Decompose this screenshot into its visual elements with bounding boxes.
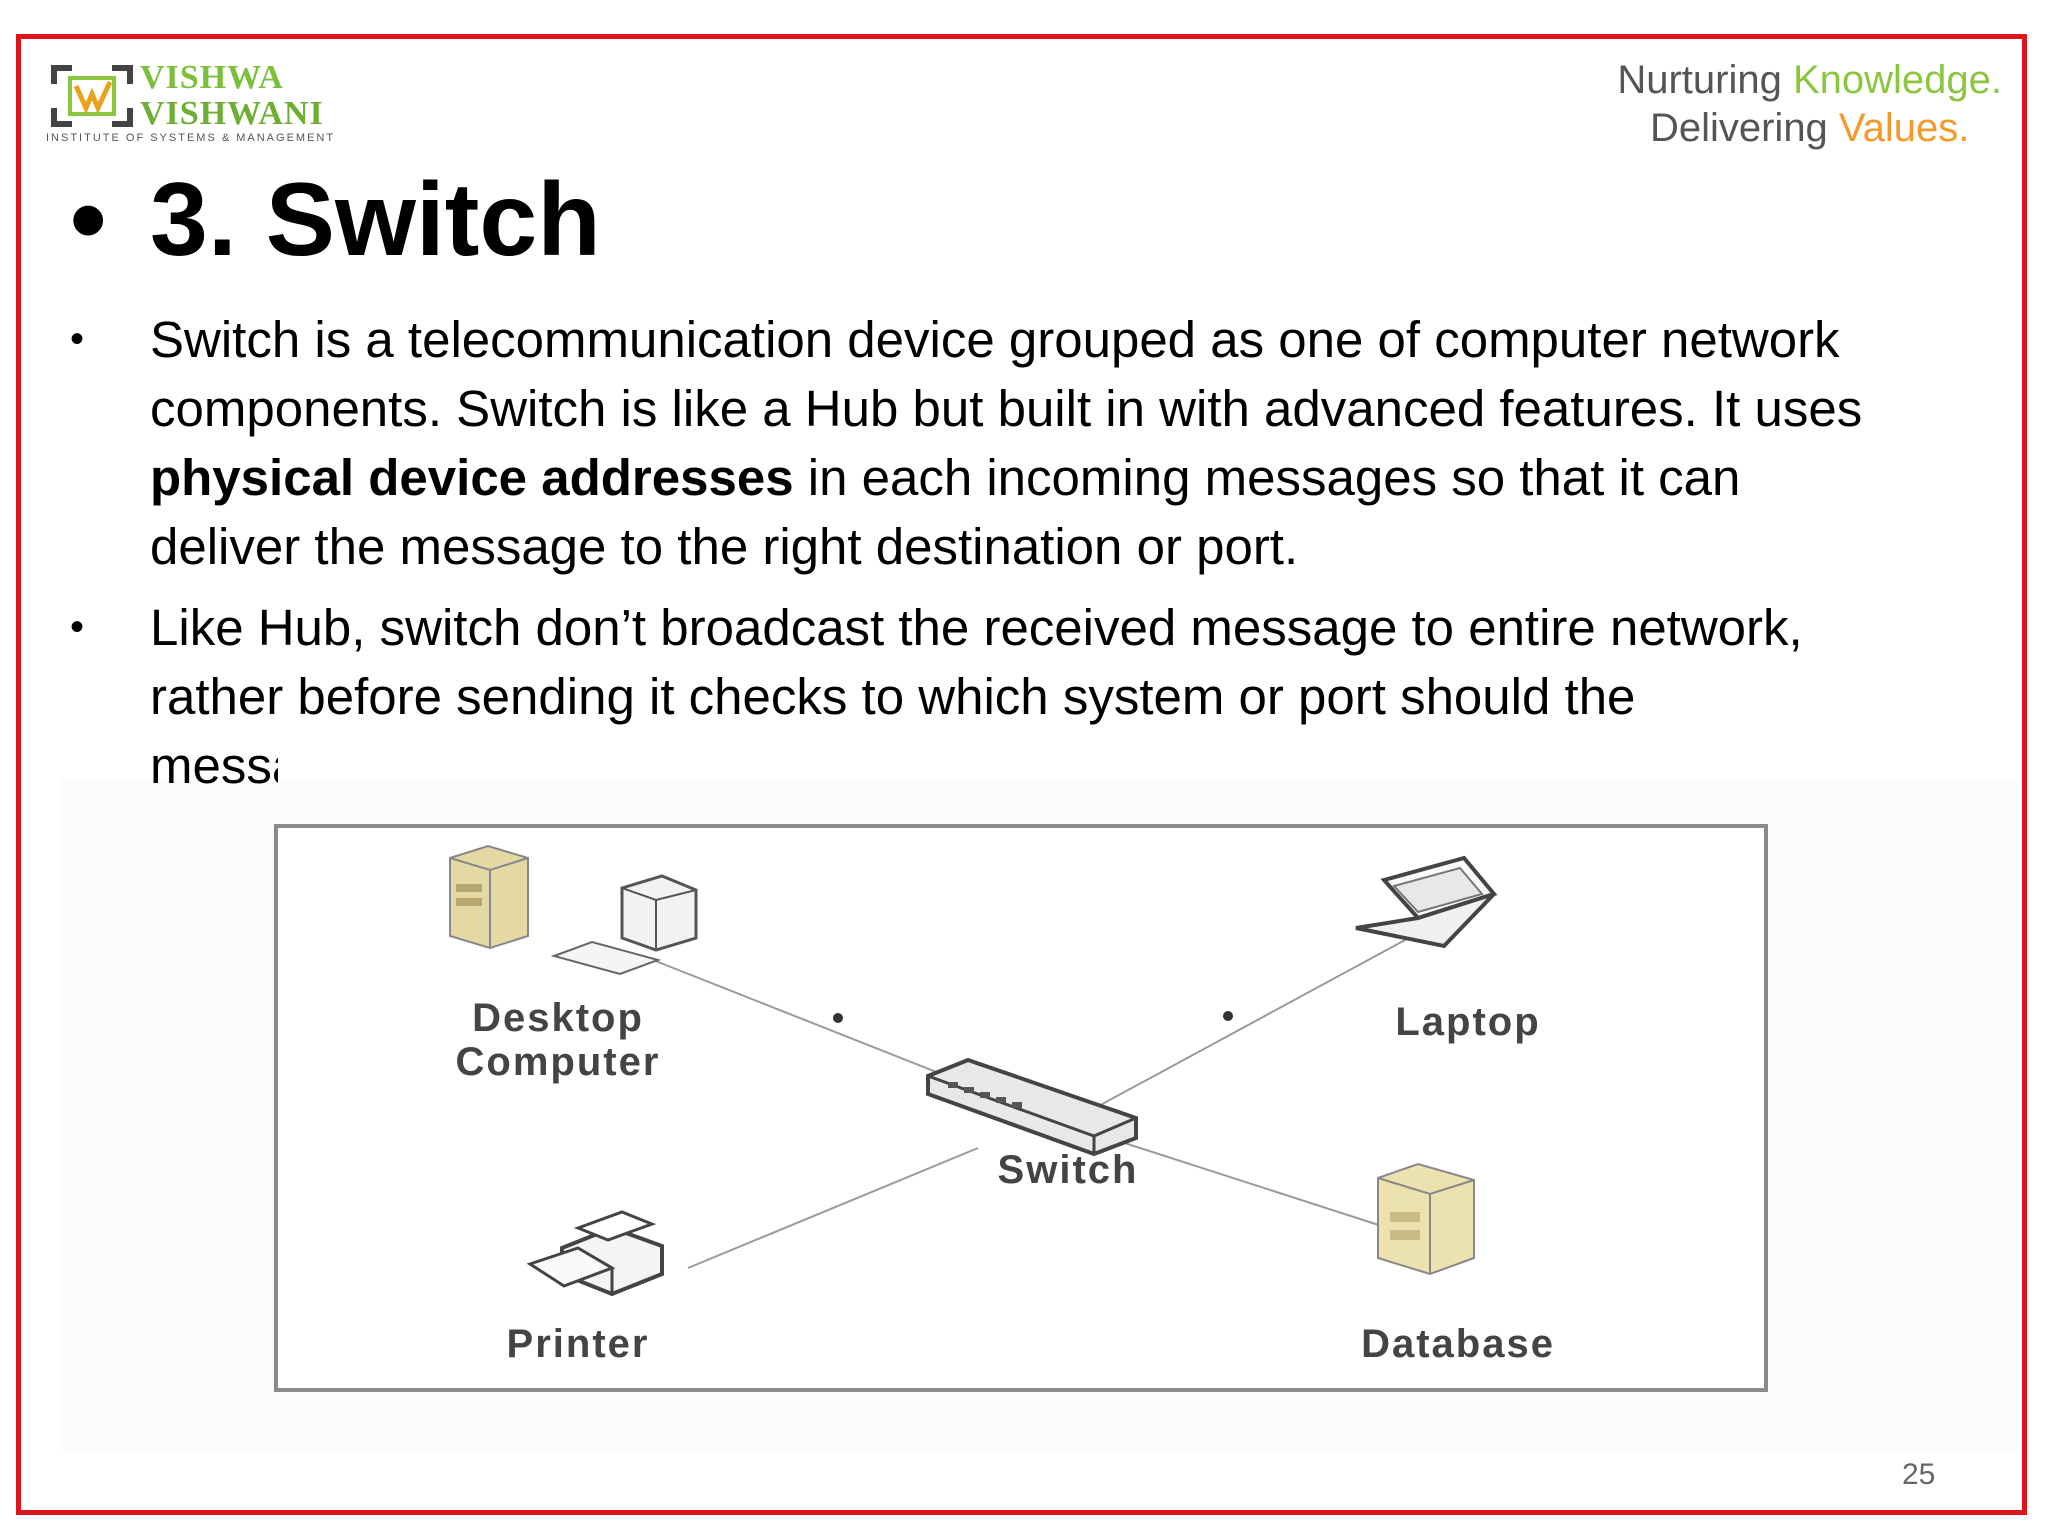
- desktop-label-line-2: Computer: [455, 1040, 661, 1084]
- bullet-item: • Like Hub, switch don’t broadcast the r…: [70, 593, 1890, 800]
- logo-name: VISHWA VISHWANI: [140, 60, 324, 132]
- switch-icon: [926, 1057, 1138, 1157]
- laptop-icon: [1355, 855, 1498, 949]
- bullet-bold-text: physical device addresses: [150, 449, 794, 506]
- slide-title: • 3. Switch: [70, 160, 601, 280]
- laptop-label: Laptop: [1395, 1000, 1541, 1044]
- diagram-drawing: [449, 844, 1498, 1297]
- desktop-computer-icon: [449, 844, 698, 976]
- tagline-line-2: Delivering Values.: [1617, 104, 2002, 152]
- link-laptop-switch: [1057, 932, 1419, 1129]
- title-text: 3. Switch: [150, 162, 601, 278]
- logo-mark-icon: [51, 65, 133, 127]
- bullet-mark: •: [70, 605, 85, 649]
- desktop-computer-label: Desktop Computer: [428, 996, 688, 1084]
- switch-network-diagram: Desktop Computer Laptop Switch Printer D…: [274, 824, 1768, 1392]
- logo-subtitle: INSTITUTE OF SYSTEMS & MANAGEMENT: [46, 132, 336, 144]
- tagline-line-1: Nurturing Knowledge.: [1617, 56, 2002, 104]
- tagline-values: Values.: [1838, 106, 1970, 150]
- packet-dot: [1223, 1011, 1233, 1021]
- database-server-icon: [1377, 1162, 1475, 1276]
- printer-icon: [526, 1210, 664, 1297]
- tagline: Nurturing Knowledge. Delivering Values.: [1617, 56, 2002, 152]
- bullet-text-cut: message: [150, 737, 278, 794]
- link-switch-database: [1077, 1127, 1389, 1229]
- page-number: 25: [1902, 1458, 1936, 1491]
- desktop-label-line-1: Desktop: [472, 996, 644, 1040]
- title-bullet: •: [70, 162, 107, 278]
- bullet-text: Switch is a telecommunication device gro…: [150, 311, 1863, 437]
- bullet-text: Like Hub, switch don’t broadcast the rec…: [150, 599, 1803, 725]
- tagline-nurturing: Nurturing: [1617, 58, 1793, 102]
- logo-line-1: VISHWA: [140, 59, 284, 96]
- bullet-item: • Switch is a telecommunication device g…: [70, 305, 1890, 581]
- logo-line-2: VISHWANI: [140, 95, 324, 132]
- link-switch-printer: [687, 1147, 979, 1269]
- printer-label: Printer: [506, 1322, 650, 1366]
- switch-label: Switch: [997, 1148, 1139, 1192]
- tagline-knowledge: Knowledge.: [1792, 58, 2002, 102]
- bullet-mark: •: [70, 317, 85, 361]
- institute-logo: VISHWA VISHWANI INSTITUTE OF SYSTEMS & M…: [46, 60, 366, 152]
- slide-body: • Switch is a telecommunication device g…: [70, 305, 1890, 812]
- database-label: Database: [1361, 1322, 1555, 1366]
- bullet-text-end: in each incoming messages so that it can…: [150, 449, 1741, 575]
- packet-dot: [833, 1013, 843, 1023]
- tagline-delivering: Delivering: [1649, 106, 1839, 150]
